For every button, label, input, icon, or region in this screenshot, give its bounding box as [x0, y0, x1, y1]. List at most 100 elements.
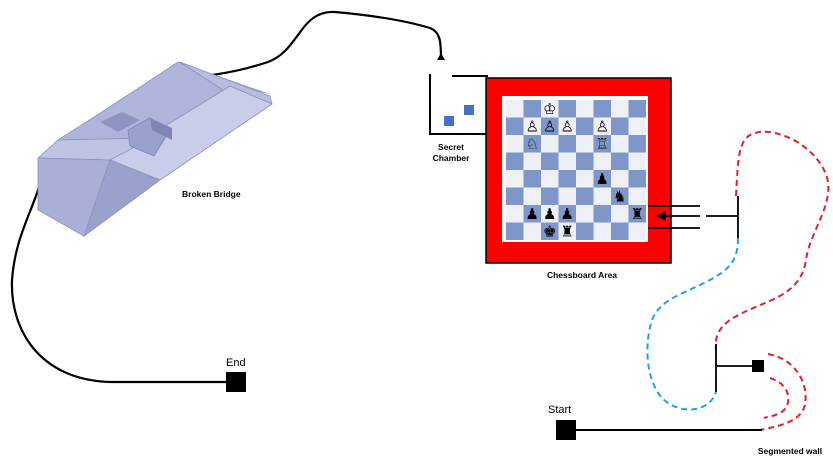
end-marker [226, 372, 246, 392]
secret-chamber-label-line1: Secret [438, 142, 464, 152]
black-pawn-icon: ♟ [596, 170, 609, 188]
segmented-wall-post [715, 344, 752, 392]
chess-square-e2 [576, 205, 594, 223]
chess-square-h8 [628, 100, 646, 118]
chess-square-a2 [506, 205, 524, 223]
chess-square-g6 [611, 135, 629, 153]
chess-square-d6 [558, 135, 576, 153]
chess-square-e5 [576, 152, 594, 170]
chess-square-e1 [576, 222, 594, 240]
start-marker [556, 420, 576, 440]
chessboard-entry-wall [648, 196, 739, 238]
chess-square-c4 [541, 170, 559, 188]
secret-chamber-label-line2: Chamber [433, 153, 471, 163]
black-knight-icon: ♞ [613, 188, 626, 206]
chess-square-b6 [523, 135, 541, 153]
chess-square-a8 [506, 100, 524, 118]
left-arrow-head [656, 211, 666, 221]
segmented-wall-switch [752, 360, 764, 372]
chess-square-a5 [506, 152, 524, 170]
white-pawn-icon: ♙ [543, 118, 556, 136]
chess-square-c8 [541, 100, 559, 118]
chess-square-f7 [593, 117, 611, 135]
chamber-block-1 [444, 116, 454, 126]
chess-square-d1 [558, 222, 576, 240]
up-arrow-icon [437, 53, 445, 60]
segmented-wall-red-upper [714, 130, 830, 351]
chess-square-c2 [541, 205, 559, 223]
chess-square-b8 [523, 100, 541, 118]
chess-square-c6 [541, 135, 559, 153]
chess-square-e8 [576, 100, 594, 118]
white-pawn-icon: ♙ [596, 118, 609, 136]
black-rook-icon: ♜ [561, 223, 574, 241]
chess-square-a7 [506, 117, 524, 135]
chess-square-b5 [523, 152, 541, 170]
chess-square-e6 [576, 135, 594, 153]
segmented-wall-red-lower [759, 353, 807, 431]
chess-square-f8 [593, 100, 611, 118]
chess-square-g5 [611, 152, 629, 170]
start-label: Start [548, 404, 571, 416]
chess-square-e7 [576, 117, 594, 135]
chess-square-g3 [611, 187, 629, 205]
chess-square-d7 [558, 117, 576, 135]
chess-square-h5 [628, 152, 646, 170]
chess-square-f6 [593, 135, 611, 153]
chess-square-g4 [611, 170, 629, 188]
black-pawn-icon: ♟ [543, 205, 556, 223]
white-king-icon: ♔ [543, 100, 556, 118]
black-king-icon: ♚ [543, 223, 556, 241]
chess-square-d8 [558, 100, 576, 118]
chess-square-c7 [541, 117, 559, 135]
chess-pieces: ♔♙♙♙♙♘♖♟♞♟♟♟♜♚♜ [526, 100, 644, 241]
chess-square-e4 [576, 170, 594, 188]
chess-square-d2 [558, 205, 576, 223]
white-pawn-icon: ♙ [526, 118, 539, 136]
chess-square-a4 [506, 170, 524, 188]
chess-square-f2 [593, 205, 611, 223]
chess-square-f3 [593, 187, 611, 205]
chess-square-b1 [523, 222, 541, 240]
white-knight-icon: ♘ [526, 135, 539, 153]
chess-square-c5 [541, 152, 559, 170]
chess-square-h3 [628, 187, 646, 205]
secret-chamber-wall [429, 74, 488, 135]
chess-square-d3 [558, 187, 576, 205]
broken-bridge-label: Broken Bridge [182, 189, 241, 199]
chess-square-d5 [558, 152, 576, 170]
chess-square-g1 [611, 222, 629, 240]
chessboard-area-label: Chessboard Area [547, 270, 617, 280]
black-rook-icon: ♜ [631, 205, 644, 223]
chessboard [506, 100, 646, 240]
chess-square-g8 [611, 100, 629, 118]
chess-square-b2 [523, 205, 541, 223]
chess-square-a6 [506, 135, 524, 153]
white-pawn-icon: ♙ [561, 118, 574, 136]
chess-square-f1 [593, 222, 611, 240]
chess-square-c3 [541, 187, 559, 205]
chess-square-h4 [628, 170, 646, 188]
black-pawn-icon: ♟ [526, 205, 539, 223]
chess-square-d4 [558, 170, 576, 188]
chess-square-g7 [611, 117, 629, 135]
chess-square-e3 [576, 187, 594, 205]
chess-square-a1 [506, 222, 524, 240]
chess-square-h7 [628, 117, 646, 135]
chess-square-h1 [628, 222, 646, 240]
segmented-wall-blue [646, 237, 739, 411]
chess-square-a3 [506, 187, 524, 205]
chess-square-b3 [523, 187, 541, 205]
broken-bridge [36, 61, 273, 238]
chess-square-f5 [593, 152, 611, 170]
chess-square-b4 [523, 170, 541, 188]
chamber-block-2 [464, 105, 474, 115]
chess-square-c1 [541, 222, 559, 240]
chess-square-h6 [628, 135, 646, 153]
chess-square-f4 [593, 170, 611, 188]
chess-square-h2 [628, 205, 646, 223]
chess-square-g2 [611, 205, 629, 223]
black-pawn-icon: ♟ [561, 205, 574, 223]
white-rook-icon: ♖ [596, 135, 609, 153]
